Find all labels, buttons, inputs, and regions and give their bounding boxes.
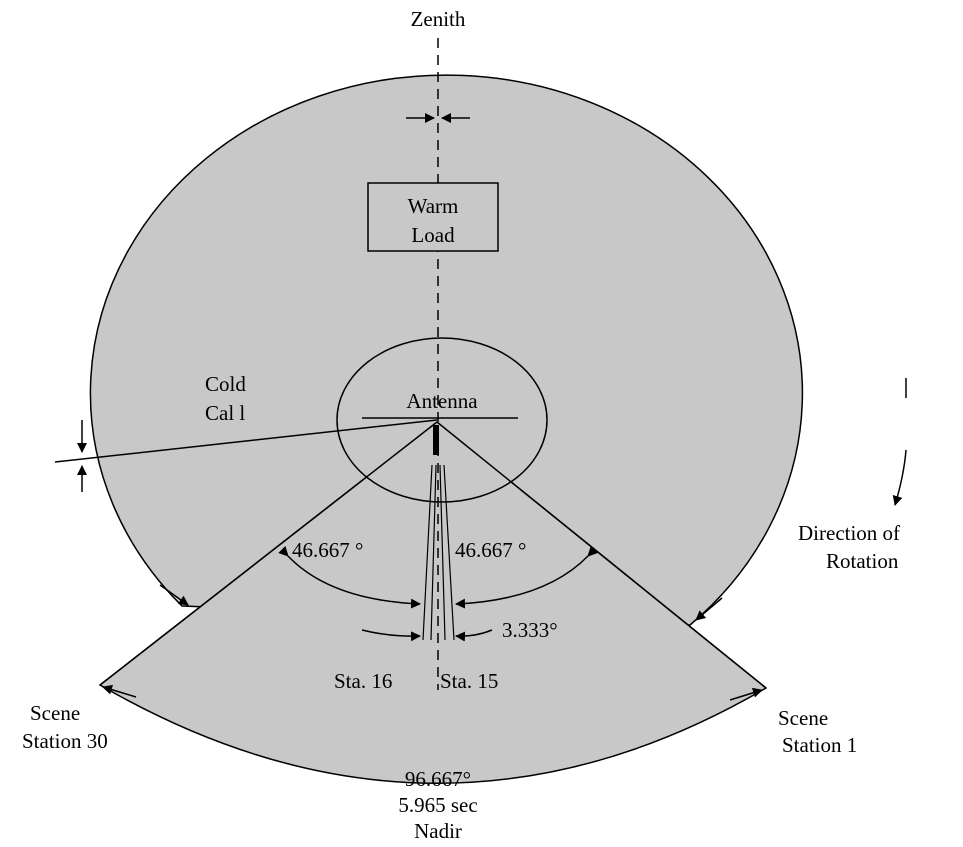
antenna-label: Antenna: [406, 389, 478, 413]
station-15-beam-right: [443, 464, 455, 641]
direction-label-line2: Rotation: [826, 549, 899, 573]
rotation-direction-arrow: [892, 449, 907, 506]
direction-label-line1: Direction of: [798, 521, 900, 545]
zenith-label: Zenith: [411, 7, 466, 31]
scene-station-1-arrow: [729, 687, 763, 701]
scene-station-30-label-line2: Station 30: [22, 729, 108, 753]
station-15-label: Sta. 15: [440, 669, 498, 693]
scene-scan-wedge: [98, 421, 768, 784]
right-angle-label: 46.667 °: [455, 538, 526, 562]
small-angle-arrow-right: [455, 629, 493, 642]
antenna-element: [433, 425, 439, 455]
nadir-label: Nadir: [414, 819, 462, 843]
right-angle-arc: [455, 546, 598, 609]
warm-load-label-line1: Warm: [408, 194, 459, 218]
scene-station-1-label-line1: Scene: [778, 706, 828, 730]
scene-station-1-label-line2: Station 1: [782, 733, 857, 757]
small-angle-label: 3.333°: [502, 618, 558, 642]
warm-load-label-line2: Load: [411, 223, 455, 247]
scene-station-30-label-line1: Scene: [30, 701, 80, 725]
station-16-label: Sta. 16: [334, 669, 392, 693]
scan-time-label: 5.965 sec: [398, 793, 477, 817]
scene-station-1-ray: [436, 421, 767, 689]
cold-cal-label-line2: Cal l: [205, 401, 245, 425]
right-scene-entry-arrow: [695, 597, 723, 621]
station-15-beam-left: [439, 464, 446, 641]
warm-load-box: [367, 182, 499, 252]
cold-cal-line: [54, 419, 438, 463]
cold-cal-label-line1: Cold: [205, 372, 246, 396]
left-scene-entry-arrow: [159, 584, 189, 606]
scene-station-30-arrow: [102, 684, 137, 698]
antenna-circle: [336, 337, 548, 503]
scene-station-30-ray: [99, 421, 438, 686]
station-16-beam-left: [422, 464, 433, 641]
left-angle-label: 46.667 °: [292, 538, 363, 562]
scan-angle-label: 96.667°: [405, 767, 471, 791]
station-16-beam-right: [430, 464, 437, 641]
left-angle-arc: [278, 546, 421, 609]
small-angle-arrow-left: [361, 629, 421, 642]
